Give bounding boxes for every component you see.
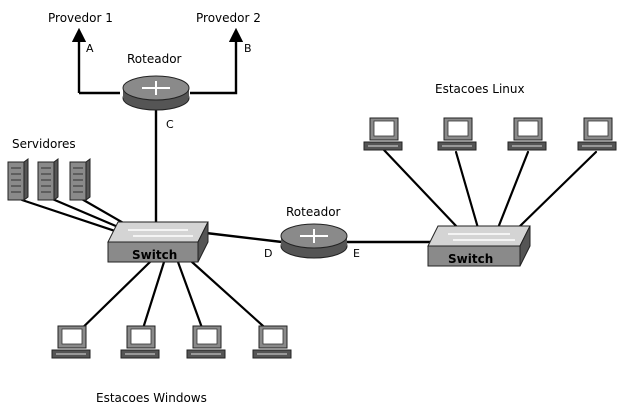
linux-station-2-icon [437,117,477,151]
mid-router-label: Roteador [286,205,341,219]
top-router-label: Roteador [127,52,182,66]
windows-station-4-icon [252,325,292,359]
server-1-icon [7,158,29,201]
top-router-icon [122,75,190,111]
provider-1-label: Provedor 1 [48,11,113,25]
link-windows-2 [138,260,166,340]
right-switch-icon [427,225,531,267]
windows-station-2-icon [120,325,160,359]
middle-router-icon [280,223,348,259]
link-linux-1 [382,148,460,230]
link-linux-4 [516,150,598,230]
server-3-icon [69,158,91,201]
link-windows-4 [190,260,274,336]
windows-station-3-icon [186,325,226,359]
linux-station-4-icon [577,117,617,151]
link-windows-3 [176,260,207,338]
mid-router-port-e: E [353,247,360,260]
servers-label: Servidores [12,137,76,151]
link-b-label: B [244,42,252,55]
left-switch-icon [107,221,209,263]
link-a-label: A [86,42,94,55]
mid-router-port-d: D [264,247,273,260]
right-switch-label: Switch [448,252,494,266]
link-linux-3 [496,150,530,230]
provider-2-label: Provedor 2 [196,11,261,25]
link-switch-to-router-d [204,231,284,244]
windows-station-1-icon [51,325,91,359]
windows-stations-label: Estacoes Windows [96,391,207,405]
top-router-port-c: C [166,118,174,131]
link-b-line [190,27,244,95]
server-2-icon [37,158,59,201]
linux-station-1-icon [363,117,403,151]
linux-stations-label: Estacoes Linux [435,82,525,96]
link-linux-2 [454,150,480,230]
linux-station-3-icon [507,117,547,151]
left-switch-label: Switch [132,248,178,262]
